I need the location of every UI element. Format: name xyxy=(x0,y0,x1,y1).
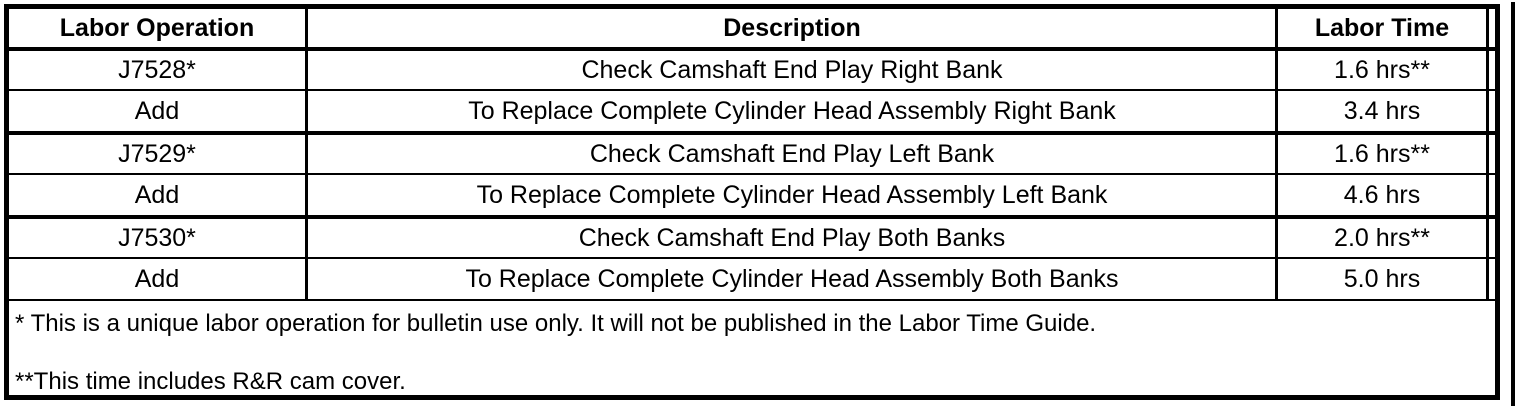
cell-labor-time: 5.0 hrs xyxy=(1343,264,1421,293)
cell-labor-operation: J7529* xyxy=(118,139,196,168)
row-separator-4 xyxy=(9,215,1495,219)
row-separator-5 xyxy=(9,257,1495,259)
page-edge-rule xyxy=(1511,2,1515,406)
column-header-labor-operation: Labor Operation xyxy=(59,13,255,42)
cell-description: Check Camshaft End Play Both Banks xyxy=(578,223,1006,252)
table-row: Add To Replace Complete Cylinder Head As… xyxy=(9,259,1495,299)
column-rule-description xyxy=(1275,9,1278,299)
cell-labor-operation: Add xyxy=(134,264,180,293)
table-row: Add To Replace Complete Cylinder Head As… xyxy=(9,91,1495,131)
cell-labor-time: 4.6 hrs xyxy=(1343,180,1421,209)
row-separator-2 xyxy=(9,131,1495,135)
cell-description: To Replace Complete Cylinder Head Assemb… xyxy=(468,96,1116,125)
row-separator-1 xyxy=(9,89,1495,91)
cell-spacer xyxy=(1489,91,1495,131)
footnote-single-asterisk: * This is a unique labor operation for b… xyxy=(15,310,1097,337)
table-header-row: Labor Operation Description Labor Time xyxy=(9,9,1495,47)
table-row: J7528* Check Camshaft End Play Right Ban… xyxy=(9,51,1495,89)
column-header-labor-time: Labor Time xyxy=(1314,13,1450,42)
cell-labor-time: 2.0 hrs** xyxy=(1334,223,1430,252)
cell-labor-operation: J7528* xyxy=(118,55,196,84)
cell-spacer xyxy=(1489,51,1495,89)
column-rule-labor-operation xyxy=(305,9,308,299)
cell-description: Check Camshaft End Play Left Bank xyxy=(589,139,995,168)
row-separator-6 xyxy=(9,299,1495,301)
cell-labor-operation: Add xyxy=(134,180,180,209)
table-row: Add To Replace Complete Cylinder Head As… xyxy=(9,175,1495,215)
table-row: J7529* Check Camshaft End Play Left Bank… xyxy=(9,135,1495,173)
cell-spacer xyxy=(1489,135,1495,173)
cell-labor-time: 1.6 hrs** xyxy=(1334,139,1430,168)
cell-labor-time: 3.4 hrs xyxy=(1343,96,1421,125)
row-separator-3 xyxy=(9,173,1495,175)
footnote-double-asterisk: **This time includes R&R cam cover. xyxy=(15,368,406,396)
table-row: J7530* Check Camshaft End Play Both Bank… xyxy=(9,219,1495,257)
cell-spacer xyxy=(1489,219,1495,257)
cell-labor-time: 1.6 hrs** xyxy=(1334,55,1430,84)
cell-description: To Replace Complete Cylinder Head Assemb… xyxy=(476,180,1108,209)
footnotes-section: * This is a unique labor operation for b… xyxy=(9,299,1495,395)
cell-labor-operation: Add xyxy=(134,96,180,125)
cell-description: To Replace Complete Cylinder Head Assemb… xyxy=(465,264,1119,293)
cell-spacer xyxy=(1489,259,1495,299)
row-separator-header xyxy=(9,47,1495,51)
column-rule-labor-time xyxy=(1486,9,1489,299)
table-grid: Labor Operation Description Labor Time J… xyxy=(9,9,1495,395)
cell-labor-operation: J7530* xyxy=(118,223,196,252)
cell-spacer xyxy=(1489,175,1495,215)
labor-operation-table: Labor Operation Description Labor Time J… xyxy=(4,4,1500,400)
column-header-description: Description xyxy=(723,13,861,42)
cell-description: Check Camshaft End Play Right Bank xyxy=(581,55,1003,84)
column-header-spacer xyxy=(1489,9,1495,47)
